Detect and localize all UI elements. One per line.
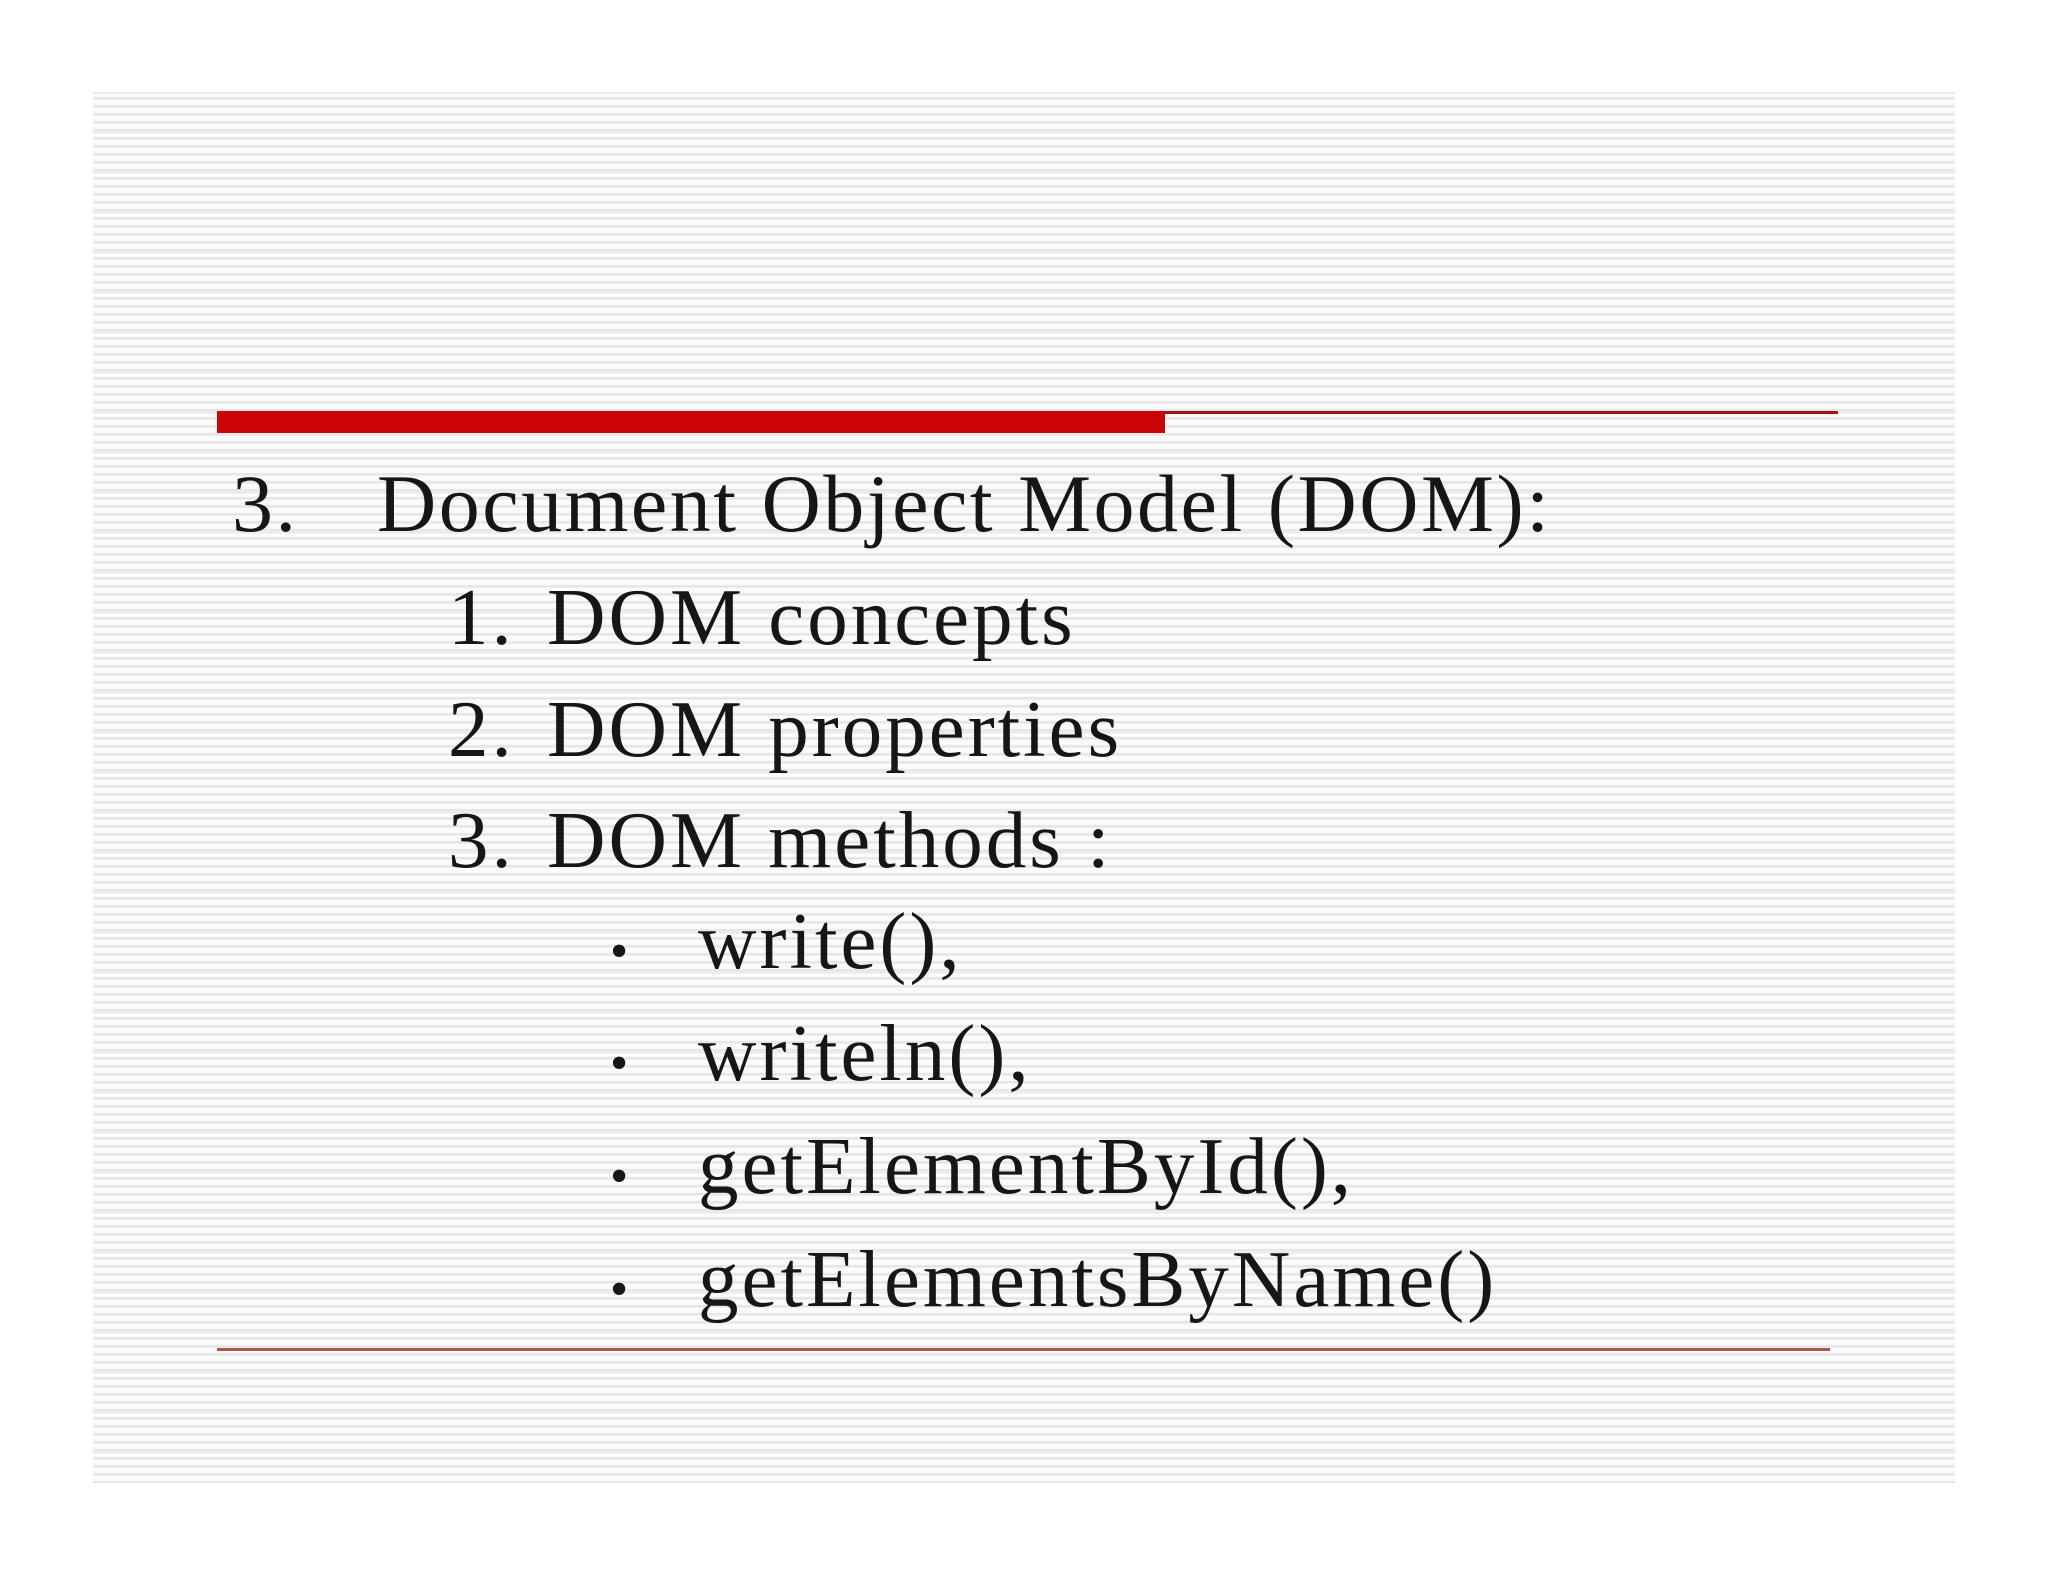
title-accent-line xyxy=(1165,411,1838,414)
outline-item-text: DOM properties xyxy=(547,684,1123,774)
bullet-item-text: writeln(), xyxy=(698,1008,1032,1098)
bullet-dot-icon: • xyxy=(610,923,629,980)
title-text: Document Object Model (DOM): xyxy=(377,458,1552,549)
bullet-dot-icon: • xyxy=(610,1035,629,1092)
outline-item-number: 2. xyxy=(448,684,515,774)
outline-item: 3.DOM methods : xyxy=(448,800,1113,881)
outline-item: 2.DOM properties xyxy=(448,689,1122,770)
outline-item-text: DOM concepts xyxy=(547,572,1076,662)
bullet-item-text: write(), xyxy=(698,896,963,986)
pinstripe-background xyxy=(93,92,1955,1483)
bullet-item-text: getElementById(), xyxy=(698,1121,1355,1211)
title-accent-bar xyxy=(217,411,1165,433)
outline-item-number: 1. xyxy=(448,572,515,662)
footer-rule xyxy=(217,1348,1830,1351)
outline-item: 1.DOM concepts xyxy=(448,577,1076,658)
bullet-item-text: getElementsByName() xyxy=(698,1234,1498,1324)
bullet-dot-icon: • xyxy=(610,1148,629,1205)
bullet-item: •write(), xyxy=(610,901,963,982)
bullet-item: •getElementsByName() xyxy=(610,1239,1497,1320)
bullet-item: •getElementById(), xyxy=(610,1126,1354,1207)
bullet-item: •writeln(), xyxy=(610,1013,1032,1094)
outline-item-text: DOM methods : xyxy=(547,795,1113,885)
title-number: 3. xyxy=(232,458,299,549)
slide-title: 3.Document Object Model (DOM): xyxy=(232,463,1551,545)
outline-item-number: 3. xyxy=(448,795,515,885)
bullet-dot-icon: • xyxy=(610,1261,629,1318)
